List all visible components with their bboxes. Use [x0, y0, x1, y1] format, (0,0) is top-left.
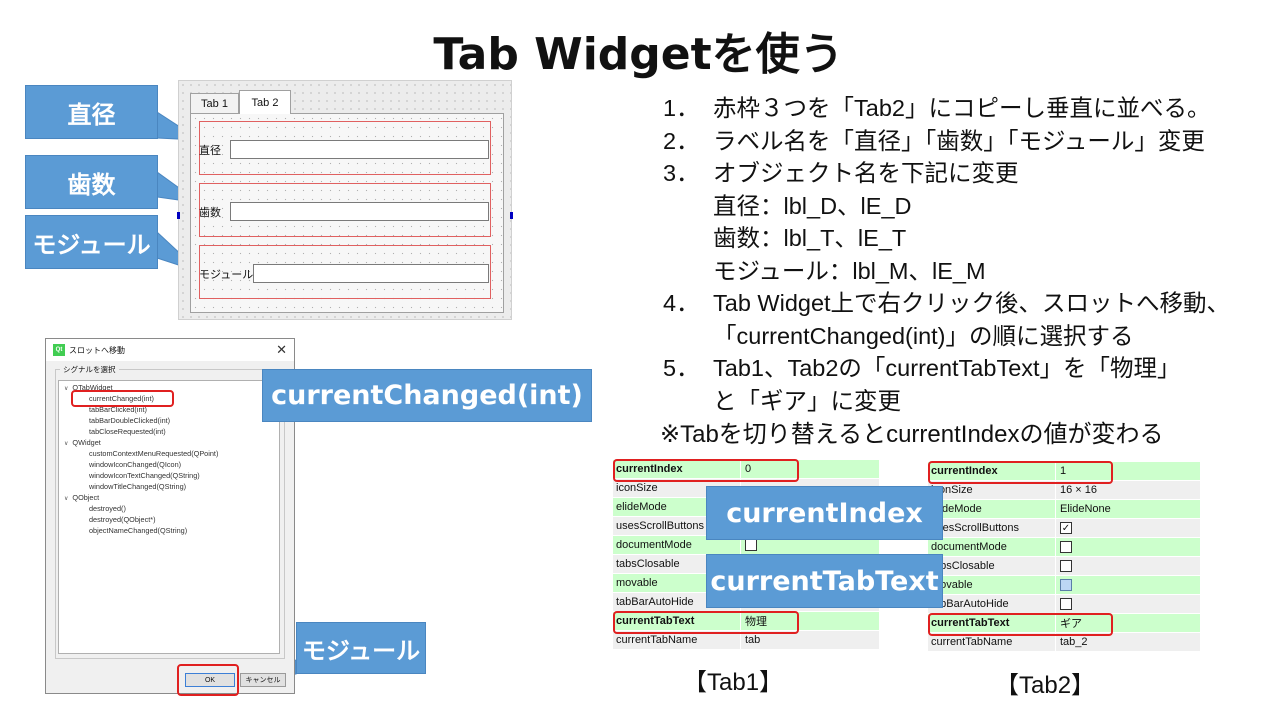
highlight-current-changed [71, 390, 174, 407]
instruction-1: 1．赤枠３つを「Tab2」にコピーし垂直に並べる。 [663, 95, 1211, 121]
dialog-title: スロットへ移動 [69, 345, 125, 355]
row-teeth-frame [199, 183, 491, 237]
label-diameter: 直径 [199, 145, 221, 157]
callout-teeth: 歯数 [25, 155, 158, 209]
tree-item[interactable]: windowIconChanged(QIcon) [89, 460, 182, 469]
row-module-frame [199, 245, 491, 299]
instruction-2: 2．ラベル名を「直径」「歯数」「モジュール」変更 [663, 127, 1205, 154]
tree-item[interactable]: windowTitleChanged(QString) [89, 482, 187, 491]
prop-row[interactable]: tabBarAutoHide [928, 595, 1200, 614]
callout-diameter: 直径 [25, 85, 158, 139]
tree-item[interactable]: destroyed() [89, 504, 126, 513]
instruction-4-cont: 「currentChanged(int)」の順に選択する [713, 322, 1134, 349]
tree-item-current-changed[interactable]: currentChanged(int) [89, 394, 154, 403]
checkbox-partial-icon[interactable] [1060, 579, 1072, 591]
callout-module: モジュール [25, 215, 158, 269]
resize-handle-right[interactable] [510, 212, 513, 219]
instruction-3-module: モジュール：lbl_M、lE_M [713, 257, 986, 284]
checkbox-icon[interactable] [1060, 541, 1072, 553]
callout-dialog-module: モジュール [296, 622, 426, 674]
tab-1[interactable]: Tab 1 [190, 93, 239, 114]
instruction-3-diameter: 直径：lbl_D、lE_D [713, 192, 912, 219]
tree-item[interactable]: windowIconTextChanged(QString) [89, 471, 200, 480]
checkbox-icon[interactable] [745, 539, 757, 551]
highlight-tab1-current-tab-text [613, 611, 799, 634]
resize-handle-left[interactable] [177, 212, 180, 219]
prop-row[interactable]: usesScrollButtons✓ [928, 519, 1200, 538]
instruction-list: 1．赤枠３つを「Tab2」にコピーし垂直に並べる。 2．ラベル名を「直径」「歯数… [663, 92, 1263, 417]
close-icon[interactable]: ✕ [276, 342, 287, 357]
prop-row[interactable]: movable [928, 576, 1200, 595]
instruction-4: 4．Tab Widget上で右クリック後、スロットへ移動、 [663, 290, 1231, 316]
designer-form: Tab 1 Tab 2 直径 歯数 モジュール [177, 80, 513, 320]
tree-item[interactable]: destroyed(QObject*) [89, 515, 156, 524]
checkbox-checked-icon[interactable]: ✓ [1060, 522, 1072, 534]
label-teeth: 歯数 [199, 207, 221, 219]
checkbox-icon[interactable] [1060, 598, 1072, 610]
ok-button[interactable]: OK [185, 673, 235, 687]
caption-tab2: 【Tab2】 [995, 672, 1096, 699]
line-edit-teeth[interactable] [230, 202, 489, 221]
tree-class[interactable]: QWidget [64, 438, 100, 447]
callout-current-index: currentIndex [706, 486, 943, 540]
highlight-tab2-current-tab-text [928, 613, 1113, 636]
prop-row[interactable]: tabsClosable [928, 557, 1200, 576]
highlight-tab2-current-index [928, 461, 1113, 484]
signal-group-label: シグナルを選択 [60, 364, 119, 375]
instruction-3: 3．オブジェクト名を下記に変更 [663, 160, 1019, 186]
label-module: モジュール [199, 269, 254, 281]
tree-item[interactable]: tabBarClicked(int) [89, 405, 147, 414]
page-title: Tab Widgetを使う [433, 29, 844, 80]
highlight-tab1-current-index [613, 459, 799, 482]
row-diameter-frame [199, 121, 491, 175]
note-text: ※Tabを切り替えるとcurrentIndexの値が変わる [660, 421, 1164, 448]
line-edit-diameter[interactable] [230, 140, 489, 159]
prop-row[interactable]: documentMode [928, 538, 1200, 557]
tree-class[interactable]: QTabWidget [64, 383, 112, 392]
instruction-5-cont: と「ギア」に変更 [713, 387, 901, 414]
qt-logo-icon: Qt [53, 344, 65, 356]
tree-item[interactable]: objectNameChanged(QString) [89, 526, 188, 535]
callout-current-tab-text: currentTabText [706, 554, 943, 608]
tree-item[interactable]: customContextMenuRequested(QPoint) [89, 449, 219, 458]
instruction-5: 5．Tab1、Tab2の「currentTabText」を「物理」 [663, 355, 1181, 381]
callout-current-changed: currentChanged(int) [262, 369, 592, 422]
dialog-titlebar: Qt スロットへ移動 ✕ [46, 339, 294, 361]
prop-row[interactable]: documentMode [613, 536, 879, 555]
tree-item[interactable]: tabCloseRequested(int) [89, 427, 166, 436]
go-to-slot-dialog: Qt スロットへ移動 ✕ シグナルを選択 QTabWidget currentC… [45, 338, 295, 696]
caption-tab1: 【Tab1】 [683, 669, 784, 696]
tree-class[interactable]: QObject [64, 493, 99, 502]
tree-item[interactable]: tabBarDoubleClicked(int) [89, 416, 171, 425]
instruction-3-teeth: 歯数：lbl_T、lE_T [713, 225, 907, 251]
signal-tree[interactable]: QTabWidget currentChanged(int) tabBarCli… [58, 380, 280, 654]
cancel-button[interactable]: キャンセル [240, 673, 286, 687]
checkbox-icon[interactable] [1060, 560, 1072, 572]
line-edit-module[interactable] [253, 264, 489, 283]
tab-2[interactable]: Tab 2 [239, 90, 291, 114]
highlight-ok-button [177, 664, 239, 696]
